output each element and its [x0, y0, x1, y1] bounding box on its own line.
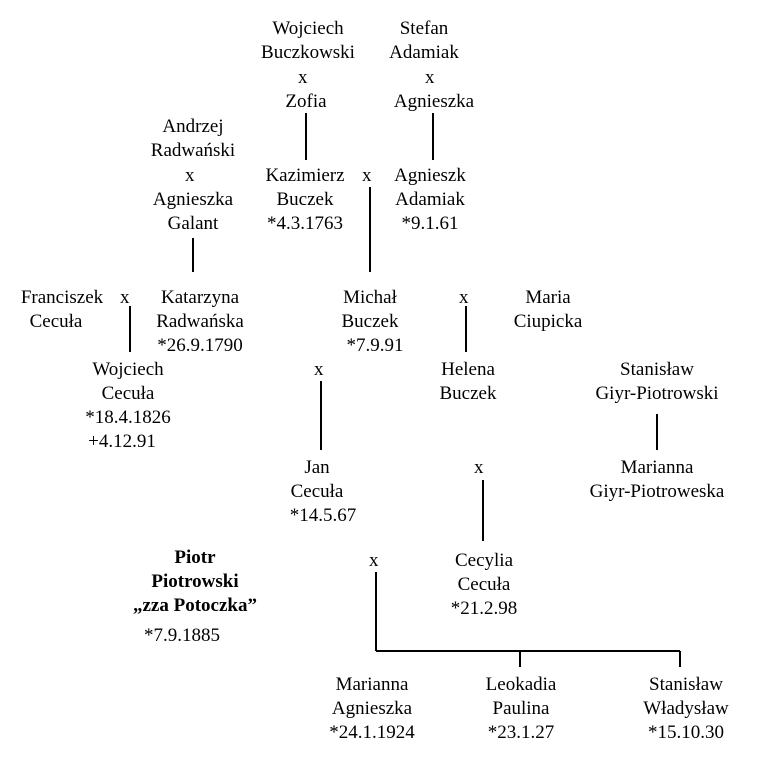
marriage-symbol: x: [314, 359, 324, 380]
person-name-line: Stanisław: [649, 674, 723, 695]
person-agnieszka-galant: Agnieszka Galant: [133, 188, 253, 236]
person-name-line: Jan: [304, 457, 330, 478]
person-franciszek-cecula: Franciszek: [12, 286, 112, 310]
person-name-line: Cecuła: [29, 311, 83, 332]
person-nickname: „zza Potoczka”: [133, 595, 257, 616]
person-name-line: Buczek: [439, 383, 497, 404]
person-name-line: Stefan: [399, 18, 449, 39]
person-name-line: Agnieszk: [394, 165, 466, 186]
person-name-line: Radwańska: [156, 311, 244, 332]
person-stanislaw-wladyslaw: Stanisław Władysław *15.10.30: [628, 673, 744, 745]
person-leokadia-paulina: Leokadia Paulina *23.1.27: [471, 673, 571, 745]
person-name-line: Adamiak: [395, 189, 465, 210]
person-name-line: Zofia: [285, 91, 327, 112]
person-cecylia-cecula: Cecylia Cecuła *21.2.98: [434, 549, 534, 621]
person-birth: *4.3.1763: [267, 213, 343, 234]
person-name-line: Buczkowski: [261, 42, 355, 63]
person-name-line: Cecuła: [101, 383, 155, 404]
person-name-line: Katarzyna: [160, 287, 240, 308]
person-name-line: Andrzej: [162, 116, 224, 137]
person-name-line: Buczek: [341, 311, 399, 332]
person-helena-buczek: Helena Buczek: [418, 358, 518, 406]
person-birth: *9.1.61: [401, 213, 459, 234]
person-franciszek-cecula-surname: Cecuła: [6, 310, 106, 334]
person-name-line: Władysław: [643, 698, 729, 719]
person-name-line: Wojciech: [272, 18, 344, 39]
person-stefan-adamiak: Stefan Adamiak: [374, 17, 474, 65]
person-name-line: Piotrowski: [151, 571, 239, 592]
person-birth: *15.10.30: [648, 722, 724, 743]
person-agnieszka: Agnieszka: [374, 90, 494, 114]
person-name-line: Agnieszka: [152, 189, 234, 210]
person-wojciech-cecula: Wojciech Cecuła *18.4.1826 +4.12.91: [78, 358, 178, 454]
person-name-line: Marianna: [335, 674, 409, 695]
person-piotr-birth: *7.9.1885: [144, 625, 220, 646]
person-name-line: Piotr: [174, 547, 216, 568]
person-andrzej-radwanski: Andrzej Radwański: [133, 115, 253, 163]
person-birth: *7.9.91: [346, 335, 404, 356]
person-marianna-giyr-piotroweska: Marianna Giyr-Piotroweska: [580, 456, 734, 504]
person-zofia: Zofia: [256, 90, 356, 114]
person-name-line: Galant: [167, 213, 219, 234]
marriage-symbol: x: [185, 165, 195, 186]
person-jan-cecula: Jan Cecuła *14.5.67: [267, 456, 367, 528]
person-name-line: Ciupicka: [513, 311, 583, 332]
person-name-line: Adamiak: [389, 42, 459, 63]
person-name-line: Leokadia: [485, 674, 557, 695]
person-name-line: Wojciech: [92, 359, 164, 380]
person-agnieszk-adamiak: Agnieszk Adamiak *9.1.61: [380, 164, 480, 236]
person-michal-buczek: Michał Buczek *7.9.91: [320, 286, 420, 358]
person-birth: *18.4.1826: [85, 407, 171, 428]
marriage-symbol: x: [474, 457, 484, 478]
person-birth: *23.1.27: [487, 722, 555, 743]
person-name-line: Helena: [441, 359, 495, 380]
person-death: +4.12.91: [88, 431, 156, 452]
person-name-line: Agnieszka: [393, 91, 475, 112]
person-name-line: Cecuła: [457, 574, 511, 595]
person-marianna-agnieszka: Marianna Agnieszka *24.1.1924: [316, 673, 428, 745]
person-piotr-piotrowski: Piotr Piotrowski „zza Potoczka”: [110, 546, 280, 618]
person-name-line: Marianna: [620, 457, 694, 478]
person-birth: *26.9.1790: [157, 335, 243, 356]
marriage-symbol: x: [120, 287, 130, 308]
person-birth: *14.5.67: [289, 505, 357, 526]
person-stanislaw-giyr-piotrowski: Stanisław Giyr-Piotrowski: [580, 358, 734, 406]
person-maria-ciupicka: Maria Ciupicka: [498, 286, 598, 334]
person-name-line: Cecylia: [454, 550, 514, 571]
person-birth: *21.2.98: [450, 598, 518, 619]
marriage-symbol: x: [425, 67, 435, 88]
person-kazimierz-buczek: Kazimierz Buczek *4.3.1763: [245, 164, 365, 236]
person-name-line: Stanisław: [620, 359, 694, 380]
marriage-symbol: x: [459, 287, 469, 308]
person-name-line: Radwański: [150, 140, 236, 161]
person-name-line: Paulina: [492, 698, 550, 719]
person-name-line: Giyr-Piotrowski: [595, 383, 719, 404]
person-wojciech-buczkowski: Wojciech Buczkowski: [236, 17, 380, 65]
person-name-line: Agnieszka: [331, 698, 413, 719]
marriage-symbol: x: [362, 165, 372, 186]
person-name-line: Franciszek: [20, 287, 104, 308]
person-name-line: Buczek: [276, 189, 334, 210]
person-name-line: Maria: [525, 287, 571, 308]
person-katarzyna-radwanska: Katarzyna Radwańska *26.9.1790: [140, 286, 260, 358]
person-name-line: Cecuła: [290, 481, 344, 502]
marriage-symbol: x: [369, 550, 379, 571]
person-name-line: Kazimierz: [265, 165, 345, 186]
person-name-line: Giyr-Piotroweska: [589, 481, 725, 502]
marriage-symbol: x: [298, 67, 308, 88]
person-birth: *24.1.1924: [329, 722, 415, 743]
person-name-line: Michał: [343, 287, 397, 308]
